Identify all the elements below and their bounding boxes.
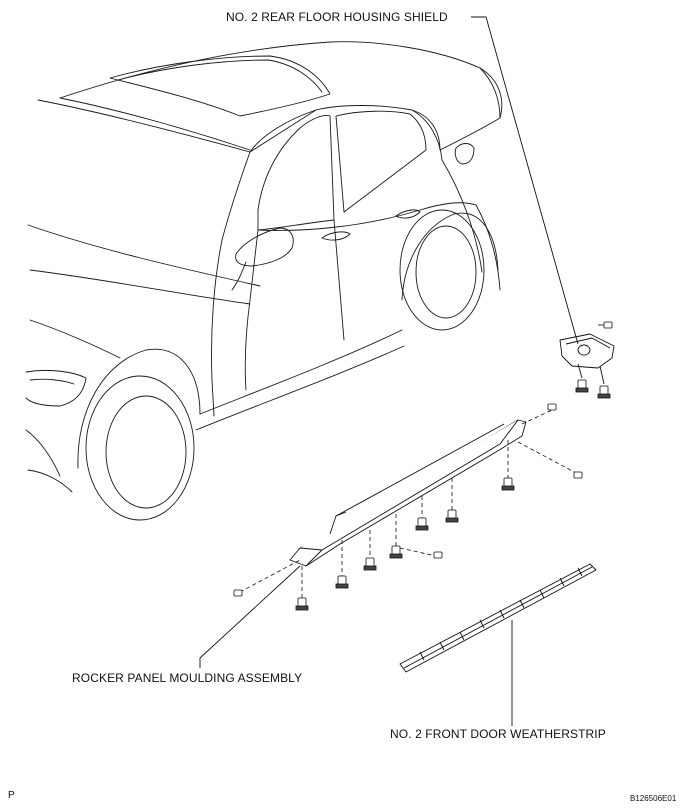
- rocker-panel-moulding-label: ROCKER PANEL MOULDING ASSEMBLY: [72, 671, 303, 685]
- moulding-screw-top: [547, 403, 557, 411]
- shield-clip-2: [597, 385, 611, 399]
- moulding-screw-rear: [573, 471, 583, 479]
- shield-screw: [598, 321, 613, 329]
- moulding-screw-mid: [433, 551, 443, 559]
- moulding-clip-7: [501, 477, 515, 491]
- moulding-clip-1: [295, 597, 309, 611]
- corner-mark-left: P: [8, 790, 15, 801]
- moulding-clip-4: [389, 545, 403, 559]
- moulding-clip-2: [335, 575, 349, 589]
- front-door-weatherstrip-label: NO. 2 FRONT DOOR WEATHERSTRIP: [390, 727, 606, 741]
- moulding-clip-3: [363, 557, 377, 571]
- weatherstrip-clips: [419, 567, 583, 661]
- moulding-clip-6: [445, 509, 459, 523]
- rear-floor-housing-shield-label: NO. 2 REAR FLOOR HOUSING SHIELD: [226, 10, 448, 24]
- moulding-fastener-guides: [239, 409, 579, 598]
- front-door-weatherstrip: [399, 563, 597, 673]
- moulding-screw-front: [233, 589, 243, 597]
- car-body-outline: [25, 41, 503, 521]
- moulding-leader-line: [199, 565, 301, 668]
- moulding-clip-5: [415, 517, 429, 531]
- rocker-panel-moulding: [289, 419, 527, 567]
- shield-leader-line: [471, 16, 579, 345]
- rear-floor-housing-shield: [559, 333, 615, 385]
- shield-clip-1: [575, 379, 589, 393]
- figure-code: B126506E01: [630, 794, 677, 803]
